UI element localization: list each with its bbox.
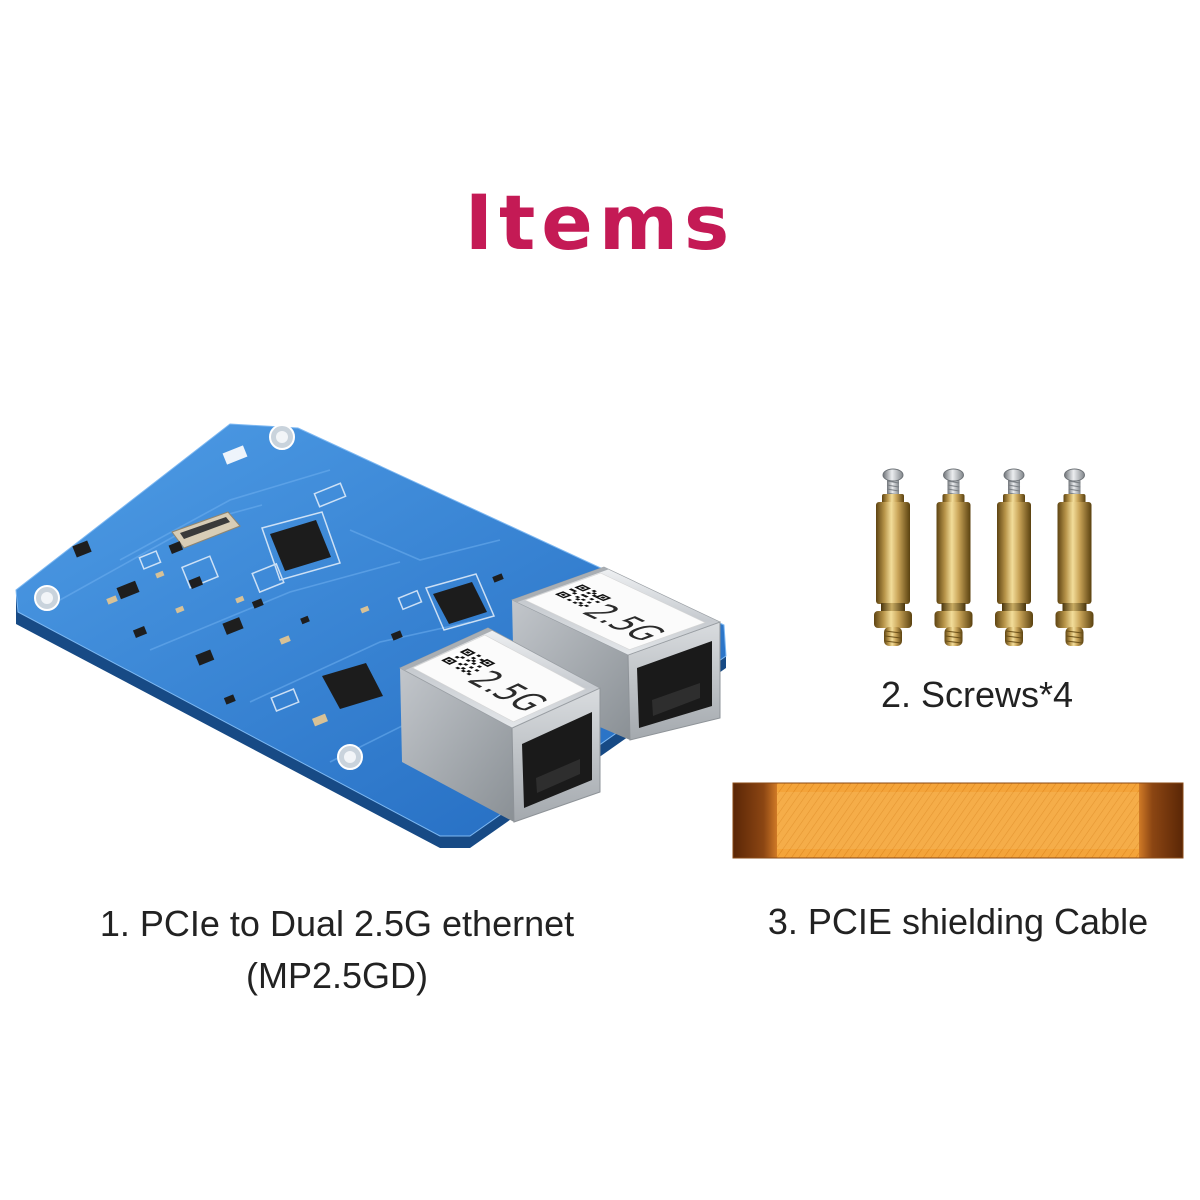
standoff-hex-collar: [1055, 611, 1094, 628]
item-3-caption: 3. PCIE shielding Cable: [767, 901, 1149, 942]
item-1-caption: 1. PCIe to Dual 2.5G ethernet (MP2.5GD): [37, 898, 637, 1002]
page-title: Items: [464, 178, 736, 267]
qr-code-icon: [554, 584, 612, 609]
standoff-thread-line: [1005, 640, 1023, 644]
screw-thread-line: [886, 488, 900, 492]
screw-thread-line: [886, 480, 900, 484]
standoff-hex-collar: [874, 611, 912, 628]
screw-head: [882, 468, 904, 482]
standoff-thread-line: [1005, 635, 1023, 639]
standoff-waist: [941, 603, 966, 613]
screw-thread-line: [1068, 480, 1081, 484]
brass-standoff-screws-image: [874, 468, 1094, 646]
standoff-body: [876, 502, 910, 604]
qr-code-icon: [441, 648, 496, 676]
screw-thread-line: [947, 484, 960, 488]
screw-thread-line: [947, 488, 960, 492]
mounting-hole: [34, 585, 60, 611]
screw-head: [1064, 468, 1085, 482]
controller-chip: [270, 520, 331, 571]
cable-sheen: [777, 792, 1139, 849]
item-2-caption: 2. Screws*4: [880, 674, 1074, 715]
silkscreen-outlines: [138, 482, 496, 712]
smd-components: [72, 540, 504, 705]
screw-thread-line: [1068, 488, 1081, 492]
standoff-thread-line: [884, 640, 902, 644]
screw-thread-line: [1007, 488, 1021, 492]
ethernet-chip: [433, 582, 487, 624]
standoff-hex-collar: [995, 611, 1033, 628]
screw-thread-line: [1068, 484, 1081, 488]
standoff-waist: [1002, 603, 1026, 613]
screw-head: [1003, 468, 1025, 482]
ethernet-chip: [322, 663, 383, 709]
capacitors: [106, 570, 460, 727]
standoff-neck: [1003, 494, 1025, 504]
mounting-hole: [269, 424, 295, 450]
pcie-ethernet-board-image: 2.5G: [15, 423, 727, 848]
mounting-hole: [337, 744, 363, 770]
standoff-neck: [1063, 494, 1086, 504]
ethernet-port-rear: 2.5G: [511, 566, 721, 741]
screw-thread-line: [947, 480, 960, 484]
standoff-thread-line: [884, 635, 902, 639]
screw-thread-line: [1007, 484, 1021, 488]
port-top-face: 2.5G: [399, 627, 601, 729]
cable-outline: [732, 782, 1184, 859]
standoff-neck: [882, 494, 904, 504]
brass-standoff-screw: [995, 468, 1033, 646]
brass-standoff-screw: [1055, 468, 1094, 646]
pcie-shielding-cable-image: [732, 782, 1184, 859]
standoff-body: [936, 502, 971, 604]
screw-thread-line: [886, 484, 900, 488]
item-1-caption-line2: (MP2.5GD): [245, 955, 429, 996]
standoff-thread-line: [1066, 640, 1083, 644]
brass-standoff-screw: [874, 468, 912, 646]
item-1-caption-line1: 1. PCIe to Dual 2.5G ethernet: [99, 903, 575, 944]
standoff-waist: [1062, 603, 1087, 613]
cable-body: [733, 783, 1183, 858]
brass-standoff-screw: [934, 468, 973, 646]
standoff-body: [997, 502, 1031, 604]
ethernet-port-front: 2.5G: [399, 627, 601, 823]
standoff-neck: [942, 494, 965, 504]
standoff-thread-line: [1005, 630, 1023, 634]
standoff-waist: [881, 603, 905, 613]
standoff-thread-line: [945, 630, 962, 634]
standoff-thread-line: [945, 640, 962, 644]
standoff-thread-line: [945, 635, 962, 639]
port-left-side: [400, 668, 514, 822]
cable-connector-end-right: [1139, 783, 1183, 858]
rj45-latch-slot: [536, 759, 580, 793]
standoff-body: [1057, 502, 1092, 604]
cable-connector-end-left: [733, 783, 777, 858]
screw-head: [943, 468, 964, 482]
standoff-hex-collar: [934, 611, 973, 628]
port-top-face: 2.5G: [511, 566, 721, 656]
rj45-latch-slot: [652, 683, 700, 716]
standoff-thread-line: [884, 630, 902, 634]
screw-thread-line: [1007, 480, 1021, 484]
board-logo-patch: [222, 445, 248, 465]
standoff-thread-line: [1066, 635, 1083, 639]
standoff-thread-line: [1066, 630, 1083, 634]
